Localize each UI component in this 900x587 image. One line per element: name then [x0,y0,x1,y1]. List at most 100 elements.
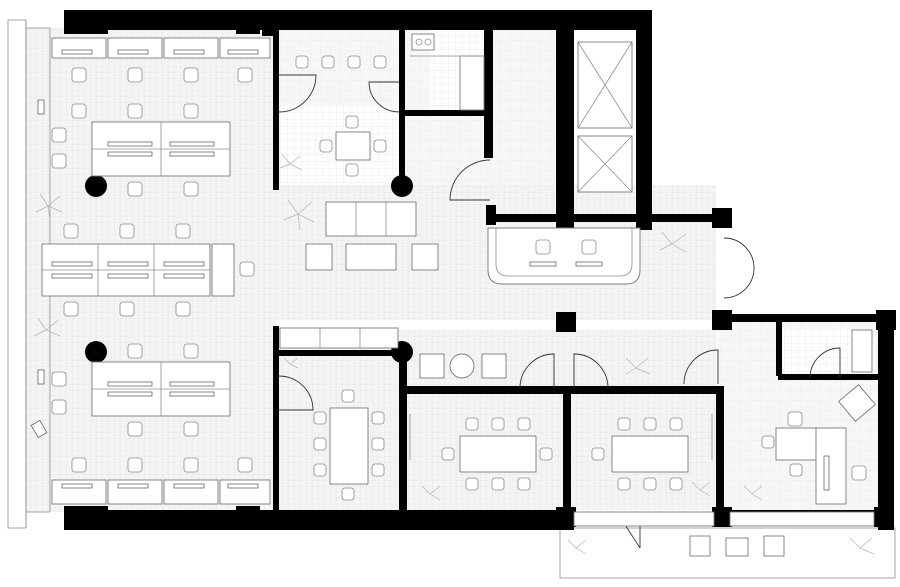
plant-icon [849,537,875,555]
monitor-icon [51,273,93,279]
chair-icon [345,163,359,177]
armchair [763,535,785,557]
chair-icon [517,417,531,431]
chair-icon [371,411,385,425]
monitor-icon [173,49,205,55]
chair-icon [345,115,359,129]
plant-icon [421,485,441,501]
monitor-icon [37,369,45,385]
monitor-icon [37,99,45,115]
wall-svc-1 [402,110,488,116]
plant-icon [659,231,687,253]
meeting-room-3 [409,414,553,491]
monitor-icon [169,391,215,397]
chair-icon [237,457,253,473]
column-icon [85,175,107,197]
wall-lower-right-v [776,320,782,376]
chair-icon [175,223,191,239]
chair-icon [63,301,79,317]
chair-icon [119,301,135,317]
wall-core-left [556,30,574,230]
planter [729,511,875,527]
chair-icon [183,343,199,359]
plant-icon [33,317,61,337]
desk [775,427,817,461]
terrace-outlines [7,19,896,579]
wall-mtg-left [273,30,279,190]
elevator-core [577,41,633,193]
chair-icon [71,457,87,473]
monitor-icon [51,261,93,267]
meeting-table [611,435,689,473]
monitor-icon [169,151,215,157]
side-table [449,353,475,379]
chair-icon [581,239,597,255]
wall-top-left-post [64,10,108,34]
chair-icon [643,417,657,431]
chair-icon [669,417,683,431]
reception [487,227,641,285]
door-swing-icon [519,353,555,389]
desk [163,479,219,505]
wall-lower-col [712,310,732,330]
chair-icon [127,421,143,437]
balcony [573,511,875,557]
chair-icon [127,343,143,359]
door-swing-icon [573,353,609,389]
chair-icon [761,435,775,449]
monitor-icon [227,49,259,55]
chair-icon [119,223,135,239]
wall-lower-h1 [276,350,402,356]
wall-lower-right-top [716,314,894,322]
chair-icon [321,55,335,69]
chair-icon [237,67,253,83]
reception-desk [487,227,641,285]
chair-icon [491,417,505,431]
armchair [481,353,507,379]
meeting-table [335,131,371,161]
bottom-balcony [559,527,896,579]
wall-lower-col-3 [874,507,894,527]
desk [51,37,107,59]
wall-mid-post-2 [236,10,260,34]
meeting-room-top [295,55,387,177]
plant-icon [691,481,711,497]
monitor-icon [61,49,93,55]
chair-icon [491,477,505,491]
lower-seating [419,353,507,379]
wall-lower-right-h [778,374,878,380]
wall-lower-top [273,326,279,512]
chair-icon [591,447,605,461]
chair-icon [851,465,867,481]
monitor-icon [227,483,259,489]
chair-icon-group [71,67,253,119]
monitor-icon [61,483,93,489]
plant-icon [625,357,651,375]
left-terrace [7,19,27,529]
chair-icon [51,399,67,415]
wall-lower-col-2 [876,310,896,330]
chair-icon [441,447,455,461]
monitor-icon [163,261,205,267]
plant-icon [35,193,63,221]
chair-icon [465,417,479,431]
elevator-x-2 [577,135,633,193]
desk [107,37,163,59]
monitor-icon [823,455,830,491]
desk-cluster-3 [51,343,231,437]
monitor-icon [173,483,205,489]
armchair [411,243,439,271]
chair-icon [371,437,385,451]
desk-cluster-1 [51,121,231,197]
plants [33,153,875,555]
chair-icon [617,477,631,491]
monitor-icon [163,273,205,279]
door-swing-icon [368,81,400,113]
chair-icon [295,55,309,69]
chair-icon [183,457,199,473]
plant-icon [283,357,299,369]
door-swing-icon [809,347,841,379]
sink-icon [424,38,432,46]
chair-icon [313,437,327,451]
